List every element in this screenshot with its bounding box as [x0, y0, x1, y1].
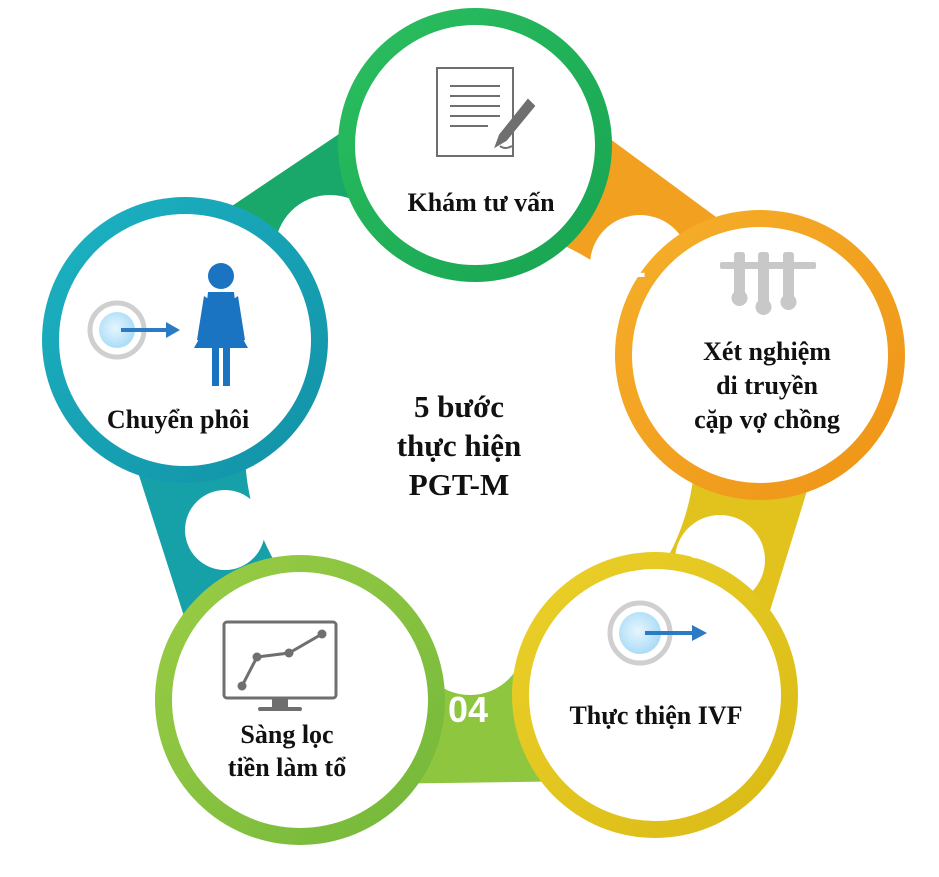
egg-cell-arrow-icon: [607, 600, 707, 666]
test-tubes-icon: [720, 252, 816, 315]
step-number-04: 04: [448, 689, 488, 730]
center-title-line3: PGT-M: [409, 467, 509, 502]
document-pen-icon: [436, 67, 536, 157]
step-circle-05: [42, 197, 328, 483]
step-label-05: Chuyển phôi: [107, 405, 249, 434]
step-label-04-line1: Sàng lọc: [240, 720, 333, 749]
step-number-05: 05: [214, 510, 254, 551]
step-number-03: 03: [686, 525, 726, 566]
center-title-line1: 5 bước: [414, 389, 504, 424]
step-label-01: Khám tư vấn: [407, 188, 555, 217]
step-circle-03: [512, 552, 798, 838]
step-label-02-line2: di truyền: [716, 371, 818, 400]
monitor-chart-icon: [222, 620, 338, 711]
step-label-02-line1: Xét nghiệm: [703, 337, 831, 366]
step-circle-02: [615, 210, 905, 500]
transfer-woman-icon: [87, 263, 248, 386]
step-circle-04: [155, 555, 445, 845]
step-label-03: Thực thiện IVF: [569, 701, 742, 730]
step-label-04-line2: tiền làm tổ: [228, 753, 346, 782]
step-number-02: 02: [606, 244, 646, 285]
step-label-02-line3: cặp vợ chồng: [694, 405, 840, 434]
step-number-01: 01: [308, 232, 348, 273]
center-title-line2: thực hiện: [397, 428, 522, 463]
